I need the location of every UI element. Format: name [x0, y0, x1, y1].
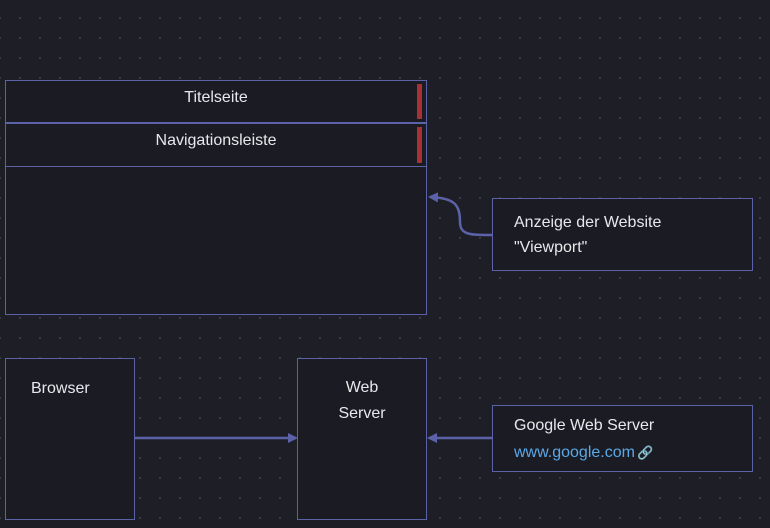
viewport-note-box[interactable]: Anzeige der Website "Viewport"	[492, 198, 753, 271]
arrow-viewport-to-website	[428, 192, 493, 237]
nav-bar-label: Navigationsleiste	[155, 132, 277, 149]
title-bar-label: Titelseite	[184, 89, 248, 106]
nav-bar-box[interactable]: Navigationsleiste	[5, 123, 427, 167]
google-server-box[interactable]: Google Web Server www.google.com🔗	[492, 405, 753, 472]
link-icon[interactable]: 🔗	[636, 445, 654, 460]
google-link[interactable]: www.google.com	[514, 444, 635, 461]
title-bar-red-marker	[417, 84, 422, 119]
viewport-note-line2: "Viewport"	[514, 239, 588, 256]
web-server-line2: Server	[338, 405, 386, 422]
viewport-note-line1: Anzeige der Website	[514, 214, 662, 231]
google-server-link-row: www.google.com🔗	[514, 444, 653, 462]
browser-box[interactable]: Browser	[5, 358, 135, 520]
google-server-label: Google Web Server	[514, 417, 655, 434]
nav-bar-red-marker	[417, 127, 422, 163]
title-bar-box[interactable]: Titelseite	[5, 80, 427, 123]
web-server-box[interactable]: Web Server	[297, 358, 427, 520]
browser-label: Browser	[31, 380, 90, 397]
web-server-line1: Web	[345, 379, 379, 396]
